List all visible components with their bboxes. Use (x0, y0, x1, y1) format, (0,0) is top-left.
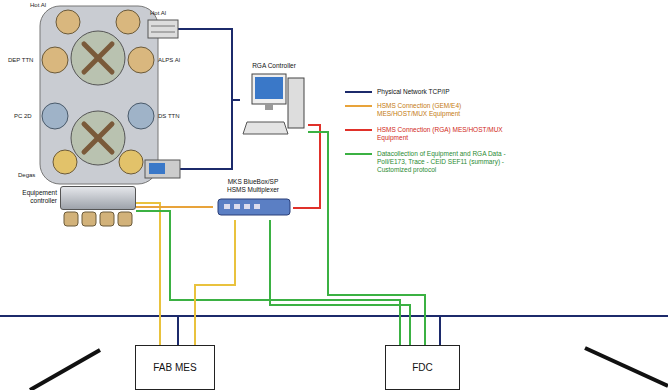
computer (252, 74, 286, 104)
cluster-tool (56, 10, 80, 34)
node-label: RGA Controller (241, 62, 307, 70)
cluster-tool (100, 212, 114, 226)
multiplexer-device (224, 204, 230, 209)
cluster-tool (40, 6, 158, 184)
cluster-tool (42, 10, 154, 174)
cluster-tool (84, 44, 112, 72)
legend-text: HSMS Connection (GEM/E4) MES/HOST/MUX Eq… (377, 102, 507, 118)
computer (243, 74, 304, 134)
multiplexer-device (254, 204, 260, 209)
computer (243, 122, 288, 134)
legend-text: Datacollection of Equipment and RGA Data… (377, 150, 507, 174)
cluster-tool (84, 124, 112, 152)
rga-device (145, 20, 180, 178)
cluster-tool (64, 212, 78, 226)
rga-device (151, 26, 175, 27)
cluster-tool (84, 44, 112, 72)
connector (136, 211, 400, 345)
network-line (439, 316, 441, 345)
cluster-tool (42, 47, 68, 73)
network-line (177, 316, 179, 345)
equipment-controller: Equipement controller (60, 186, 136, 210)
chamber-label: DS TTN (158, 113, 180, 120)
legend-line (345, 105, 372, 107)
cluster-tool (128, 103, 154, 129)
node-label: FAB MES (153, 362, 196, 373)
rga-device (145, 160, 180, 178)
rga-device (151, 32, 175, 33)
multiplexer-device (218, 199, 290, 215)
cluster-tool (40, 6, 158, 226)
legend-line (345, 153, 372, 155)
multiplexer: MKS BlueBox/SP HSMS Multiplexer (213, 176, 293, 220)
connector (270, 220, 410, 345)
multiplexer-device (244, 204, 250, 209)
legend-line (345, 129, 372, 131)
node-label: Equipement controller (1, 189, 57, 205)
network-line (178, 29, 232, 169)
rga-device (148, 20, 178, 38)
cluster-tool (84, 124, 112, 152)
chamber-label: ALPS Al (158, 57, 180, 64)
computer (265, 104, 273, 110)
connector (136, 203, 160, 345)
network-line (232, 99, 240, 101)
cluster-tool (71, 111, 125, 165)
legend-text: Physical Network TCP/IP (377, 88, 507, 96)
multiplexer-device (218, 199, 290, 215)
computer (255, 77, 283, 99)
network-line (0, 315, 668, 317)
node-label: MKS BlueBox/SP HSMS Multiplexer (221, 176, 285, 194)
cluster-tool (64, 212, 132, 226)
system-box: FAB MES (135, 345, 215, 390)
multiplexer-device (234, 204, 240, 209)
cluster-tool (118, 212, 132, 226)
computer (288, 78, 304, 128)
cluster-tool (53, 150, 77, 174)
cluster-tool (128, 47, 154, 73)
zoom-line (30, 350, 100, 390)
cluster-tool (71, 31, 125, 85)
cluster-tool (119, 150, 143, 174)
legend-line (345, 91, 372, 93)
legend-text: HSMS Connection (RGA) MES/HOST/MUX Equip… (377, 126, 507, 142)
connector (293, 125, 320, 208)
cluster-tool (116, 10, 140, 34)
system-box: FDC (385, 345, 460, 390)
network-line (0, 29, 668, 345)
node-label: FDC (412, 362, 433, 373)
chamber-label: DEP TTN (8, 57, 33, 64)
chamber-label: Degas (18, 172, 35, 179)
cluster-tool (42, 103, 68, 129)
chamber-label: Hot Al (150, 10, 166, 17)
cluster-tool (42, 103, 154, 129)
cluster-tool (84, 44, 112, 152)
chamber-label: Hot Al (30, 2, 46, 9)
chamber-label: PC 2D (14, 113, 32, 120)
zoom-line (585, 348, 668, 386)
rga-controller: RGA Controller (240, 62, 308, 142)
cluster-tool (82, 212, 96, 226)
connector (136, 206, 213, 208)
connector (195, 220, 235, 345)
zoom-line (30, 348, 668, 390)
rga-device (149, 163, 165, 174)
